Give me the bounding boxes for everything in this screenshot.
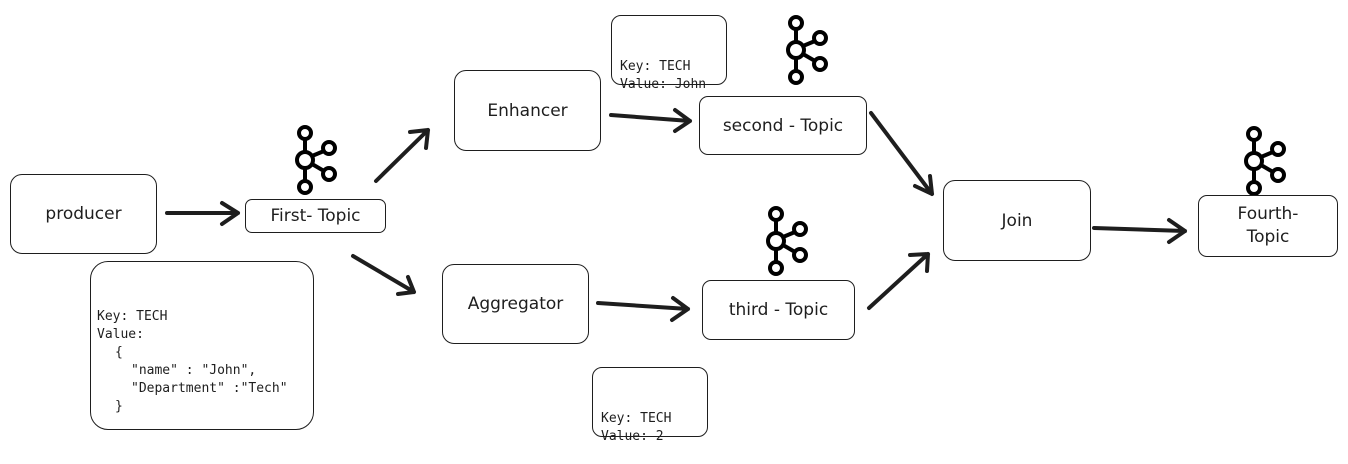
third-topic-label: third - Topic bbox=[728, 300, 829, 320]
fourth-topic-label-line1: Fourth- bbox=[1237, 204, 1299, 224]
aggregator-note-value: Value: 2 bbox=[601, 429, 664, 444]
arrow-producer-to-first-topic bbox=[165, 201, 240, 226]
first-topic-label: First- Topic bbox=[270, 206, 361, 226]
first-topic-node[interactable]: First- Topic bbox=[245, 199, 386, 233]
producer-note-name-field: "name" : "John", bbox=[131, 363, 257, 378]
producer-note-key: Key: TECH bbox=[97, 309, 168, 324]
arrow-first-topic-to-enhancer bbox=[374, 128, 430, 183]
third-topic-node[interactable]: third - Topic bbox=[702, 280, 855, 340]
enhancer-note-value: Value: John bbox=[620, 77, 707, 92]
fourth-topic-node[interactable]: Fourth- Topic bbox=[1198, 195, 1338, 257]
aggregator-node[interactable]: Aggregator bbox=[442, 264, 589, 344]
producer-note-open-brace: { bbox=[115, 345, 123, 360]
fourth-topic-label-line2: Topic bbox=[1246, 227, 1290, 247]
producer-message-note: Key: TECH Value: { "name" : "John", "Departm… bbox=[90, 261, 314, 430]
enhancer-label: Enhancer bbox=[487, 100, 568, 121]
second-topic-node[interactable]: second - Topic bbox=[699, 96, 867, 155]
aggregator-message-note: Key: TECH Value: 2 bbox=[592, 367, 708, 444]
join-label: Join bbox=[1001, 210, 1033, 231]
kafka-icon bbox=[766, 206, 808, 276]
arrow-third-topic-to-join bbox=[867, 252, 930, 310]
join-node[interactable]: Join bbox=[943, 180, 1091, 261]
producer-label: producer bbox=[45, 204, 122, 224]
enhancer-note-key: Key: TECH bbox=[620, 59, 691, 74]
aggregator-label: Aggregator bbox=[467, 294, 564, 314]
kafka-icon bbox=[786, 15, 828, 85]
enhancer-message-note: Key: TECH Value: John bbox=[611, 15, 727, 92]
arrow-second-topic-to-join bbox=[869, 111, 934, 196]
second-topic-label: second - Topic bbox=[722, 115, 844, 136]
arrow-enhancer-to-second-topic bbox=[609, 108, 692, 133]
arrow-join-to-fourth-topic bbox=[1092, 218, 1187, 244]
enhancer-node[interactable]: Enhancer bbox=[454, 70, 601, 151]
kafka-icon bbox=[1244, 126, 1286, 196]
arrow-aggregator-to-third-topic bbox=[596, 296, 690, 322]
producer-note-close-brace: } bbox=[115, 399, 123, 414]
aggregator-note-key: Key: TECH bbox=[601, 411, 672, 426]
producer-note-value-label: Value: bbox=[97, 327, 144, 342]
kafka-icon bbox=[295, 125, 337, 195]
producer-node[interactable]: producer bbox=[10, 174, 157, 254]
arrow-first-topic-to-aggregator bbox=[351, 254, 416, 296]
flow-arrows bbox=[165, 108, 1187, 322]
producer-note-department-field: "Department" :"Tech" bbox=[131, 381, 288, 396]
